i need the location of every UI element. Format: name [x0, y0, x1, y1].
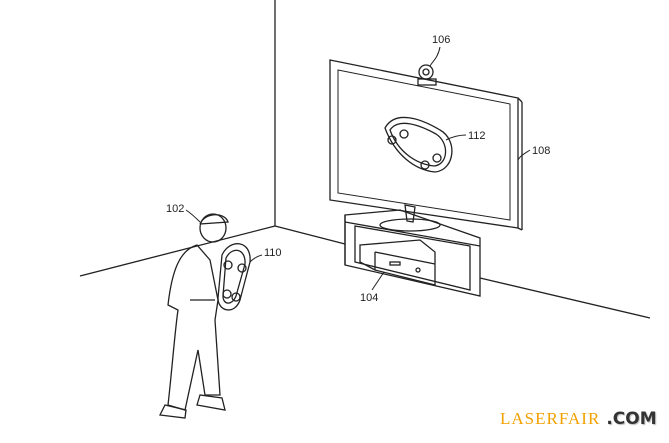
label-onscreen-object: 112 [468, 130, 486, 142]
user-figure [159, 213, 229, 419]
game-console [359, 239, 436, 286]
camera [417, 64, 437, 86]
label-camera: 106 [432, 34, 450, 46]
onscreen-skateboard [384, 116, 453, 173]
room-lines [79, 0, 651, 319]
label-display: 108 [532, 145, 550, 157]
television [329, 59, 523, 232]
watermark-brand: LASERFAIR [500, 409, 601, 428]
controller-skateboard [217, 243, 251, 311]
leader-lines [185, 46, 531, 291]
cabinet [344, 209, 481, 297]
label-controller: 110 [264, 247, 282, 259]
watermark-suffix: .COM [606, 409, 657, 429]
label-console: 104 [360, 292, 378, 304]
label-user: 102 [166, 203, 184, 215]
watermark: LASERFAIR .COM [500, 409, 657, 429]
